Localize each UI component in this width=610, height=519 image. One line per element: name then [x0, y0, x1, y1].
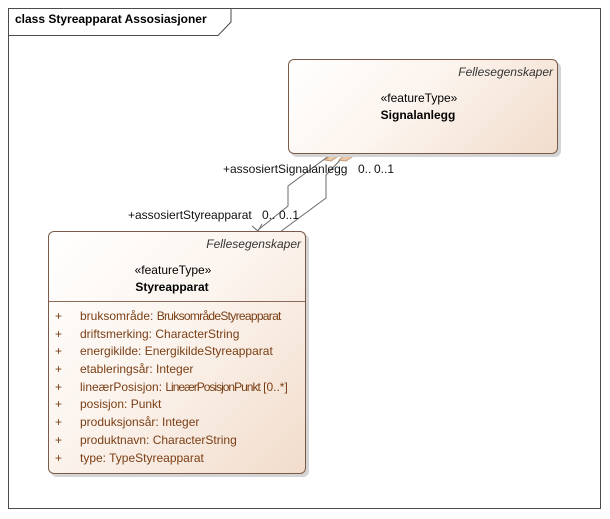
attribute-list: + bruksområde: BruksområdeStyreapparat +… — [49, 308, 305, 467]
visibility-marker: + — [55, 344, 63, 359]
class-styreapparat[interactable]: Fellesegenskaper «featureType» Styreappa… — [48, 231, 306, 474]
attribute-text: type: TypeStyreapparat — [80, 450, 204, 465]
association-line-1 — [257, 154, 331, 231]
attribute-type: LineærPosisjonPunkt — [165, 379, 260, 394]
stereotype-label: «featureType» — [380, 91, 458, 105]
association-end-1 — [323, 152, 342, 162]
attribute-item[interactable]: + type: TypeStyreapparat — [49, 450, 305, 468]
attribute-item[interactable]: + driftsmerking: CharacterString — [49, 326, 305, 344]
association-end-2 — [337, 152, 357, 162]
multiplicity-styreapparat-2: 0..1 — [279, 208, 300, 222]
attribute-text: energikilde: EnergikildeStyreapparat — [80, 344, 273, 359]
visibility-marker: + — [55, 379, 63, 394]
class-name: Styreapparat — [135, 280, 209, 294]
attribute-item[interactable]: + etableringsår: Integer — [49, 361, 305, 379]
visibility-marker: + — [55, 309, 63, 323]
visibility-marker: + — [55, 432, 63, 447]
multiplicity-signalanlegg-1: 0.. — [358, 162, 372, 176]
role-assosiert-signalanlegg: +assosiertSignalanlegg — [223, 162, 348, 176]
attribute-text: produktnavn: CharacterString — [80, 432, 237, 447]
role-assosiert-styreapparat: +assosiertStyreapparat — [128, 208, 252, 222]
attribute-type: BruksområdeStyreapparat — [156, 309, 282, 323]
attribute-text: etableringsår: Integer — [80, 362, 194, 377]
class-signalanlegg[interactable]: Fellesegenskaper «featureType» Signalanl… — [288, 59, 558, 154]
stereotype-label: «featureType» — [134, 263, 212, 277]
package-label: Fellesegenskaper — [458, 65, 553, 79]
frame-title-tab — [8, 8, 232, 36]
visibility-marker: + — [55, 397, 63, 412]
diagram-frame — [8, 8, 601, 509]
attribute-text: lineærPosisjon: — [80, 379, 166, 394]
attribute-item[interactable]: + energikilde: EnergikildeStyreapparat — [49, 343, 305, 361]
visibility-marker: + — [55, 415, 63, 430]
attribute-text: driftsmerking: CharacterString — [80, 326, 240, 341]
attribute-item[interactable]: + produksjonsår: Integer — [49, 414, 305, 432]
attribute-item[interactable]: + produktnavn: CharacterString — [49, 432, 305, 450]
attribute-divider — [49, 301, 305, 302]
diagram-title: class Styreapparat Assosiasjoner — [15, 12, 207, 26]
package-label: Fellesegenskaper — [206, 237, 301, 251]
visibility-marker: + — [55, 362, 63, 377]
attribute-multiplicity: [0..*] — [259, 379, 288, 394]
multiplicity-styreapparat-1: 0.. — [262, 208, 276, 222]
attribute-item[interactable]: + bruksområde: BruksområdeStyreapparat — [49, 308, 305, 326]
visibility-marker: + — [55, 450, 63, 465]
visibility-marker: + — [55, 326, 63, 341]
attribute-text: bruksområde: — [80, 309, 157, 323]
arrowhead-styreapparat — [251, 223, 263, 232]
class-name: Signalanlegg — [380, 108, 456, 122]
attribute-item[interactable]: + posisjon: Punkt — [49, 396, 305, 414]
attribute-text: produksjonsår: Integer — [80, 415, 200, 430]
association-line-2 — [279, 154, 346, 233]
multiplicity-signalanlegg-2: 0..1 — [374, 162, 395, 176]
attribute-item[interactable]: + lineærPosisjon: LineærPosisjonPunkt [0… — [49, 379, 305, 397]
attribute-text: posisjon: Punkt — [80, 397, 162, 412]
